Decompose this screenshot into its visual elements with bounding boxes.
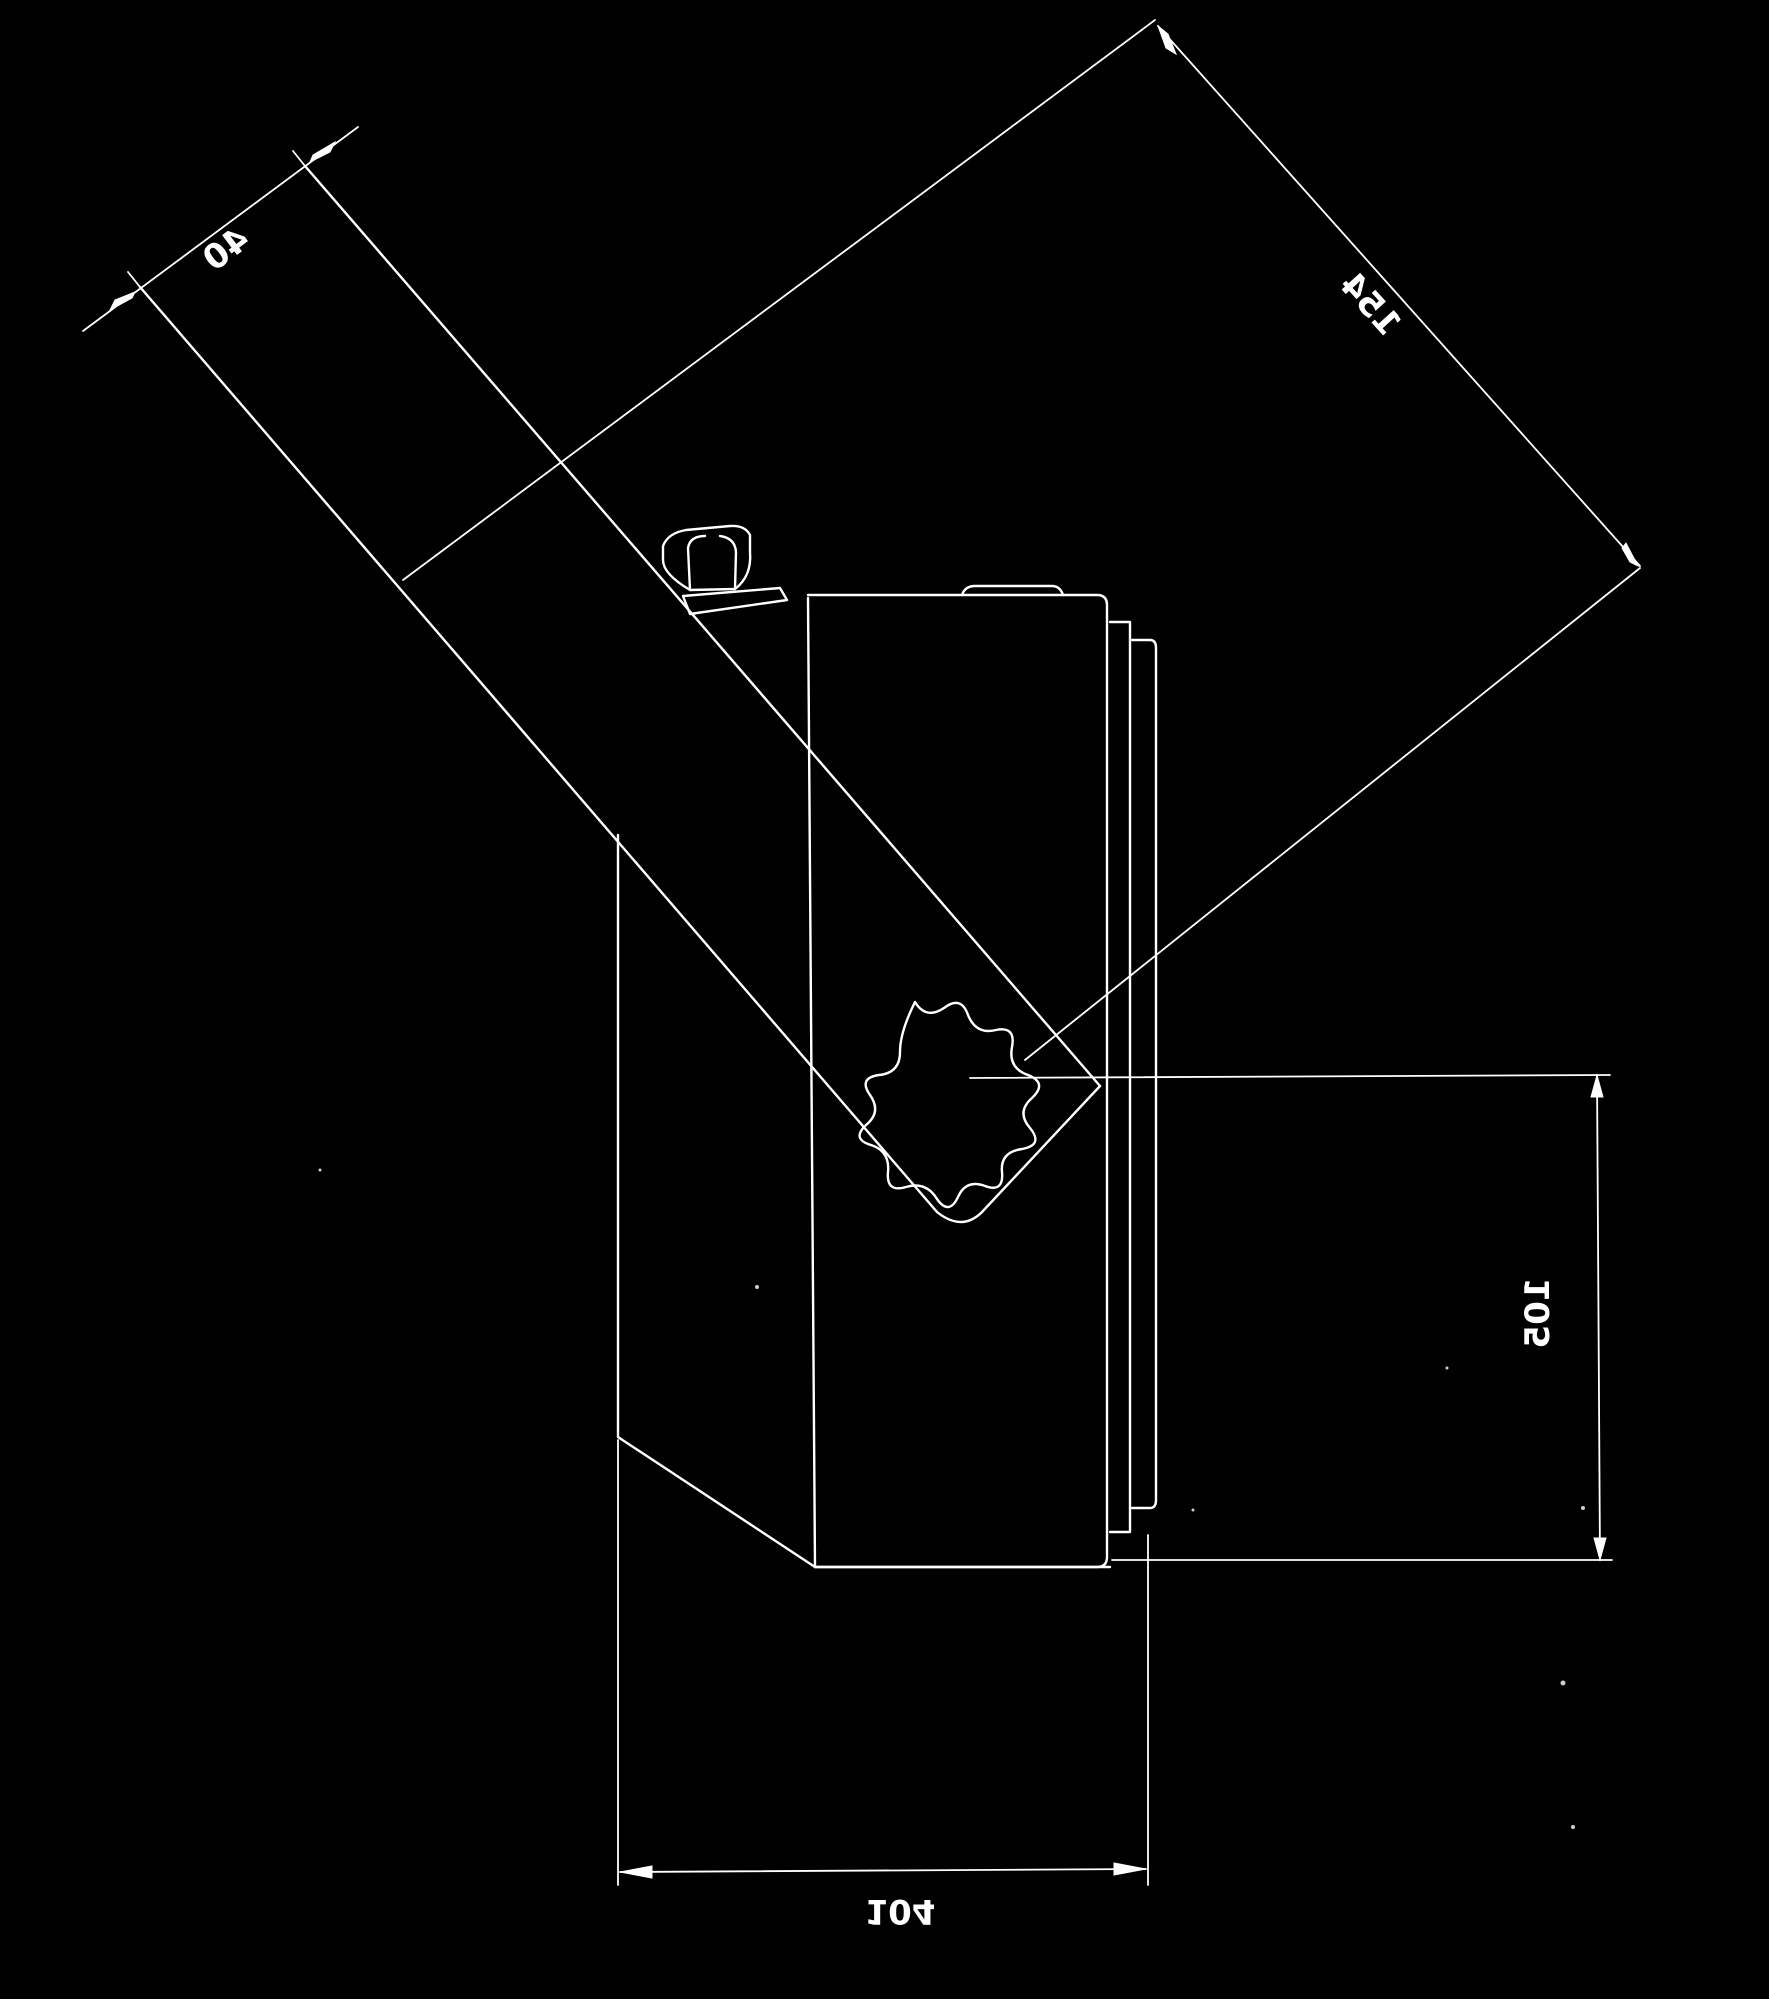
dim-text-base-width: 104 — [865, 1891, 936, 1931]
arm-left-edge — [138, 285, 939, 1214]
ext-height-top — [969, 1074, 1611, 1079]
scan-noise — [318, 1168, 1585, 1829]
extension-lines — [127, 19, 1641, 1886]
dim-line-height — [1596, 1074, 1601, 1561]
arrow-arm-length-a — [1156, 24, 1178, 56]
ext-length-bottom — [1024, 567, 1641, 1061]
dim-text-height: 105 — [1518, 1278, 1558, 1349]
base-back-outline — [616, 833, 817, 1569]
base-front-panel — [806, 593, 1109, 1569]
arrow-arm-length-b — [1621, 542, 1640, 568]
arm-right-edge — [303, 164, 1102, 1088]
dim-text-arm-width: 40 — [195, 219, 257, 279]
bolt-head — [661, 524, 752, 592]
arrow-arm-width-b — [309, 140, 337, 164]
ext-arm-width-right — [292, 150, 306, 167]
ext-length-top — [402, 19, 1156, 581]
arrow-height-a — [1590, 1073, 1604, 1098]
base-housing — [616, 584, 1158, 1569]
arrow-base-width-b — [1113, 1862, 1147, 1876]
dim-line-arm-length — [1157, 25, 1641, 567]
arrow-height-b — [1593, 1537, 1607, 1562]
dim-line-base-width — [619, 1868, 1147, 1873]
star-knob — [858, 1000, 1041, 1209]
bolt-head-detail — [686, 534, 738, 592]
base-top-rim — [960, 584, 1065, 597]
bolt-washer — [681, 586, 789, 616]
base-panel-divider — [806, 596, 817, 1569]
arm-end-cap — [935, 1084, 1102, 1224]
dim-text-arm-length: 154 — [1332, 265, 1409, 345]
dimension-lines — [82, 24, 1641, 1879]
ext-arm-width-left — [127, 271, 141, 288]
arrow-arm-width-a — [108, 291, 137, 312]
star-knob-outline — [858, 1000, 1041, 1209]
inclined-arm — [138, 164, 1102, 1224]
arrow-base-width-a — [619, 1865, 653, 1879]
front-cover-lip — [1130, 638, 1158, 1510]
